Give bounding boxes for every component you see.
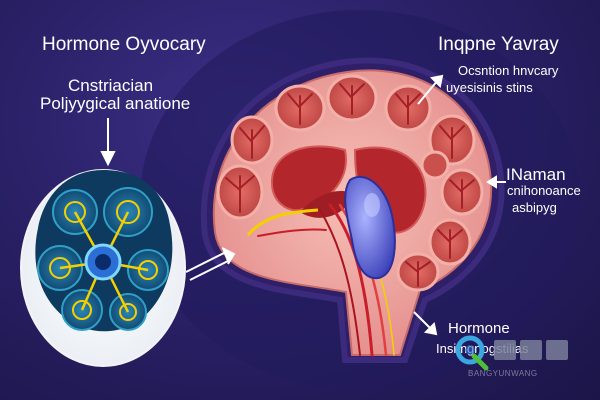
label-cnihonoance: cnihonoance [507, 183, 581, 198]
label-ocsntion: Ocsntion hnvcary [458, 63, 559, 78]
label-inaman: INaman [506, 165, 566, 184]
label-hormone-ovary: Hormone Oyvocary [42, 34, 206, 55]
follicle [103, 187, 153, 237]
watermark-brand-text: BANGYUNWANG [468, 369, 538, 378]
watermark-logo-icon [455, 335, 568, 371]
label-physiological: Poljyygical anatione [40, 94, 191, 113]
label-uyesisinis: uyesisinis stins [446, 80, 533, 95]
arrow-down-right-icon [413, 311, 438, 336]
double-arrow-right-icon [185, 247, 236, 281]
ovary-cell-cluster [35, 170, 173, 332]
follicle [109, 293, 147, 331]
label-inqpne-yavray: Inqpne Yavray [438, 34, 559, 55]
nerve-fiber [246, 208, 319, 236]
arrow-left-icon [486, 175, 506, 189]
lobule [420, 150, 450, 180]
arrow-up-right-icon [417, 74, 444, 105]
label-asbipyg: asbipyg [512, 200, 557, 215]
label-constriction: Cnstriacian [68, 76, 154, 95]
lobule-vessels [225, 83, 475, 287]
brain-illustration [200, 57, 505, 363]
pituitary-gland [344, 175, 396, 280]
label-hormone: Hormone [448, 320, 510, 337]
ovary-inset [20, 169, 186, 367]
arrow-down-icon [100, 118, 116, 167]
